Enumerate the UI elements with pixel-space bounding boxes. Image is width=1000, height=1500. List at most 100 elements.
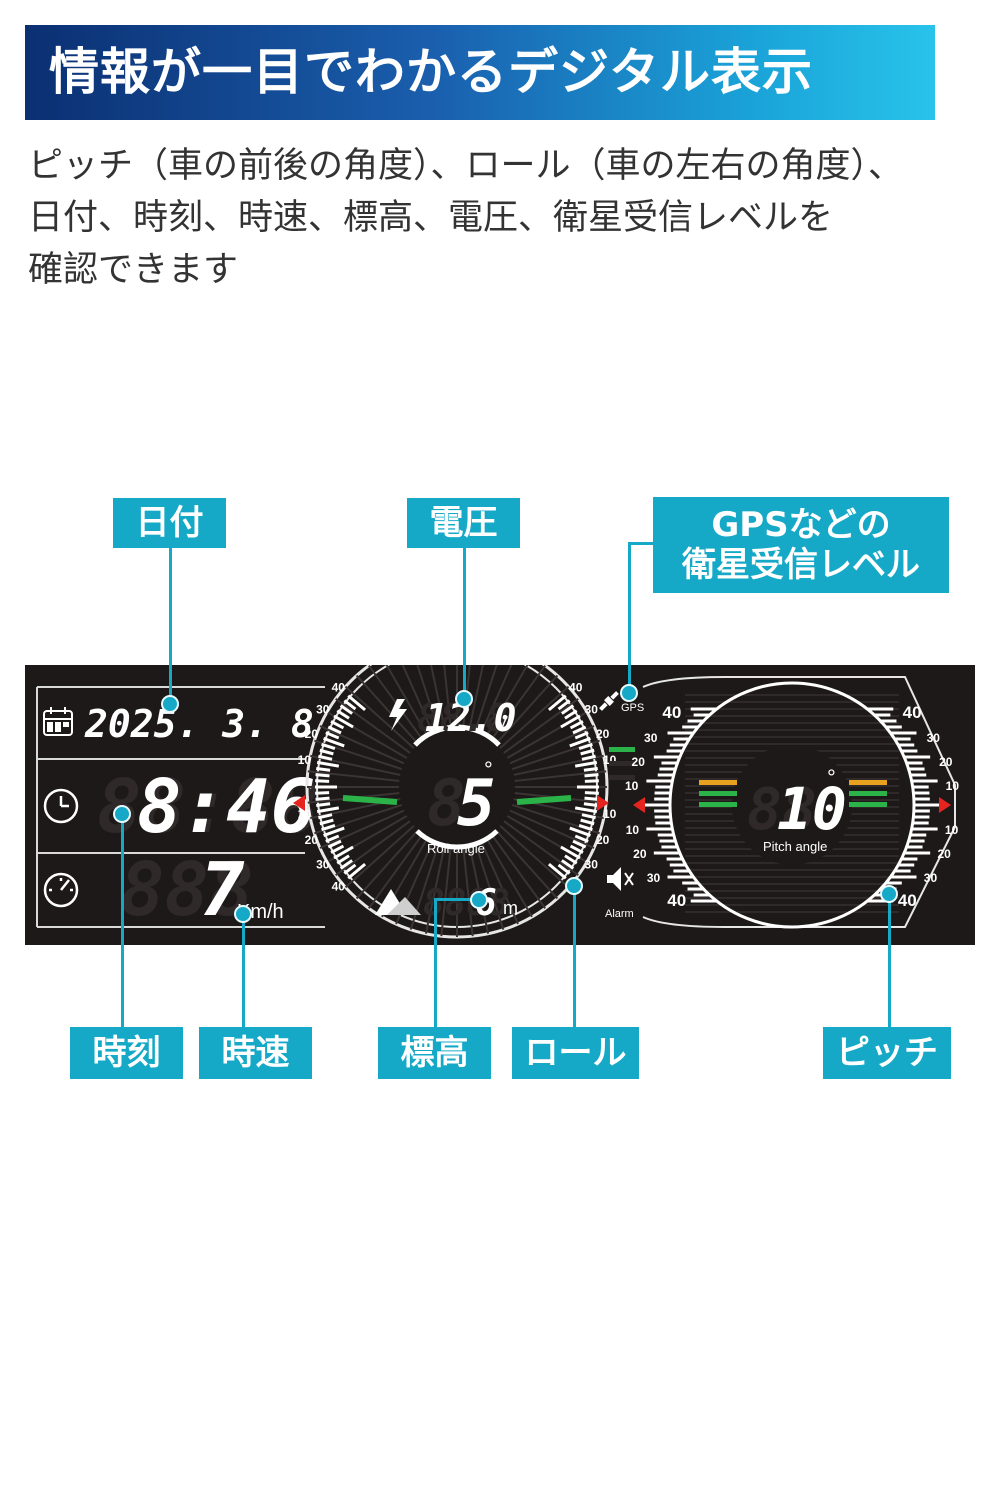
roll-tick [316,760,340,768]
leader-speed [242,912,245,1027]
pitch-tick-label: 30 [924,871,938,885]
roll-tick [336,854,350,865]
leader-pitch-dot [880,885,898,903]
leader-time [121,812,124,1027]
roll-tick [325,731,340,740]
roll-tick [315,773,330,778]
roll-tick [323,737,345,748]
description-line-1: ピッチ（車の前後の角度）、ロール（車の左右の角度）、 [28,146,904,186]
header-banner: 情報が一目でわかるデジタル表示 [25,25,935,120]
roll-tick [560,704,575,715]
roll-tick-label: 20 [596,833,610,847]
leader-satellite-horizontal [628,542,653,545]
roll-tick [569,844,584,854]
roll-tick [343,863,357,875]
roll-tick [347,694,367,712]
pitch-tick-label: 40 [667,891,686,910]
roll-tick [315,796,330,801]
leader-time-dot [113,805,131,823]
pitch-readout: 10 [777,775,847,843]
leader-roll [573,884,576,1027]
svg-text:8: 8 [427,767,466,841]
calendar-icon [43,707,73,736]
description: ピッチ（車の前後の角度）、ロール（車の左右の角度）、 日付、時刻、時速、標高、電… [28,140,968,296]
roll-tick [581,813,596,820]
roll-tick [323,826,345,837]
leader-voltage [463,548,466,698]
roll-readout: 5 [457,767,496,841]
roll-tick-label: 10 [298,807,312,821]
roll-tick-label: 40 [332,680,346,694]
roll-tick [578,742,593,750]
date-readout: 2025. 3. 8 [84,702,314,746]
svg-text:88: 88 [747,775,817,843]
page-title: 情報が一目でわかるデジタル表示 [49,43,813,101]
time-readout: 8:46 [137,764,315,850]
pitch-right-marker [939,797,951,813]
pitch-tick-label: 20 [633,847,647,861]
pitch-tick-label: 30 [927,731,941,745]
roll-tick [315,791,330,795]
pitch-tick-label: 10 [625,779,639,793]
roll-tick [564,854,578,865]
leader-date-dot [161,695,179,713]
roll-tick [327,725,342,735]
roll-tick [560,714,581,729]
label-speed: 時速 [199,1027,312,1079]
roll-tick [316,806,340,814]
roll-tick [325,834,340,843]
roll-tick-label: 20 [305,833,319,847]
lightning-icon [389,699,407,731]
roll-tick [333,714,354,729]
satellite-signal-bars [609,747,635,780]
mountain-icon [375,889,421,915]
roll-tick-label: 20 [596,727,610,741]
roll-tick [584,773,599,778]
roll-tick [557,699,571,711]
speedometer-icon [43,872,79,908]
label-pitch: ピッチ [823,1027,951,1079]
pitch-tick-label: 30 [644,731,658,745]
label-time: 時刻 [70,1027,183,1079]
roll-tick [560,859,575,870]
pitch-tick-label: 40 [662,703,681,722]
roll-tick [584,796,599,801]
roll-tick [547,862,567,880]
leader-date [169,548,172,702]
roll-tick [343,699,357,711]
roll-tick [336,709,350,720]
pitch-tick-label: 10 [626,823,640,837]
roll-tick [583,802,598,808]
svg-text:88:88: 88:88 [97,764,320,850]
clock-icon [43,788,79,824]
pitch-left-marker [633,797,645,813]
label-roll: ロール [512,1027,639,1079]
roll-tick-label: 30 [585,858,599,872]
roll-tick-label: 30 [585,703,599,717]
svg-text:888: 888 [120,847,254,933]
roll-left-marker [293,795,305,811]
roll-tick [333,845,354,860]
description-line-2: 日付、時刻、時速、標高、電圧、衛星受信レベルを [28,198,834,238]
label-satellite-line-1: GPSなどの [711,505,891,545]
speaker-mute-icon [607,867,634,891]
roll-caption: Roll angle [427,841,485,856]
roll-tick [584,791,599,795]
roll-tick [347,862,367,880]
roll-tick [574,834,589,843]
roll-tick [330,844,345,854]
leader-pitch [888,892,891,1027]
roll-tick [321,824,336,832]
roll-tick [339,859,354,870]
roll-tick-label: 30 [316,858,330,872]
alarm-label: Alarm [605,908,634,920]
roll-tick [578,824,593,832]
label-satellite-line-2: 衛星受信レベル [682,545,920,585]
roll-tick [584,779,599,783]
roll-degree-unit: ° [484,757,493,782]
label-satellite: GPSなどの 衛星受信レベル [653,497,949,593]
label-altitude: 標高 [378,1027,491,1079]
roll-tick [318,754,333,761]
roll-tick [574,731,589,740]
